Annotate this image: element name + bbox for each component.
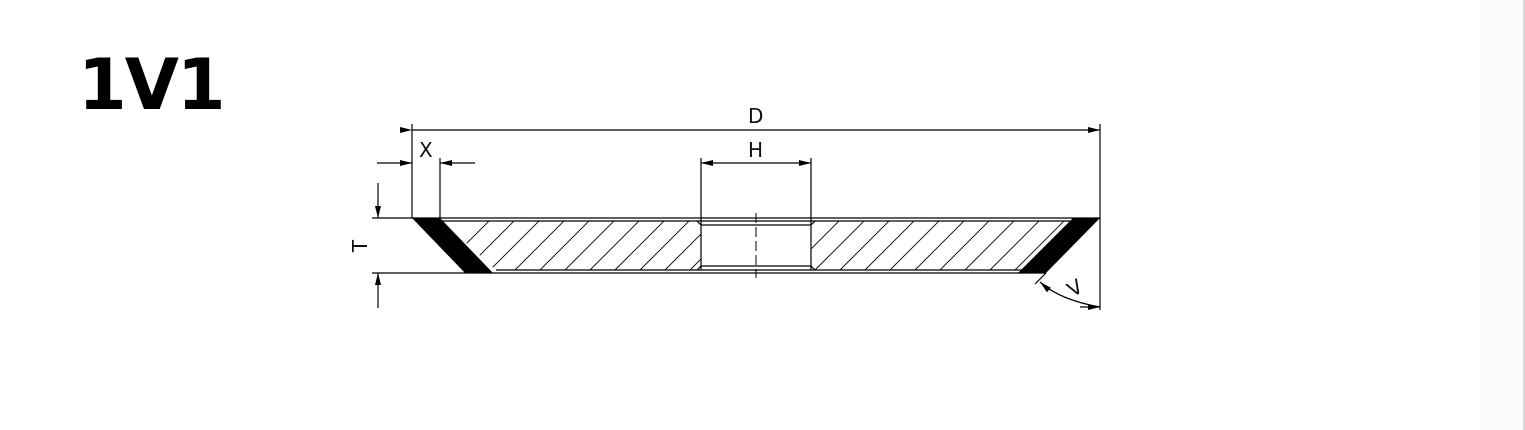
dimension-D	[400, 124, 1101, 310]
body-hatching-right	[811, 221, 1070, 270]
abrasive-layer-left	[412, 218, 493, 273]
product-shape-title: 1V1	[78, 44, 226, 126]
body-hatching-left	[442, 221, 701, 270]
label-X: X	[419, 138, 433, 162]
dimension-T	[372, 183, 465, 308]
page-right-edge	[1480, 0, 1525, 430]
abrasive-layer-right	[1018, 218, 1100, 273]
dimension-V-angle	[1034, 272, 1101, 310]
dimension-X	[377, 158, 475, 218]
label-H: H	[748, 138, 764, 162]
label-D: D	[748, 104, 764, 128]
label-T: T	[348, 239, 373, 253]
dimension-H	[700, 158, 812, 270]
